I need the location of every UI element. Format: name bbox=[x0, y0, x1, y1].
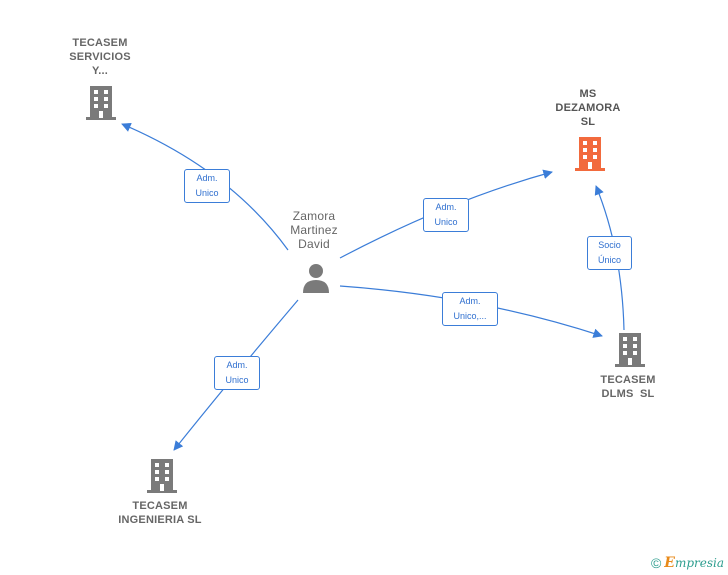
node-label-zamora-martinez-david[interactable]: Zamora Martinez David bbox=[290, 209, 338, 251]
edge-label-to-dlms[interactable]: Adm. Unico,... bbox=[442, 292, 498, 326]
copyright-symbol: © bbox=[650, 555, 662, 571]
node-label-tecasem-servicios[interactable]: TECASEM SERVICIOS Y... bbox=[69, 37, 131, 77]
person-icon[interactable] bbox=[301, 262, 331, 294]
edge-label-dlms-to-dezamora[interactable]: Socio Único bbox=[587, 236, 632, 270]
node-label-ms-dezamora[interactable]: MS DEZAMORA SL bbox=[555, 88, 621, 128]
edge-label-to-servicios[interactable]: Adm. Unico bbox=[184, 169, 230, 203]
building-icon-highlighted[interactable] bbox=[575, 137, 605, 171]
edge-label-to-dezamora[interactable]: Adm. Unico bbox=[423, 198, 469, 232]
node-label-tecasem-ingenieria[interactable]: TECASEM INGENIERIA SL bbox=[118, 500, 202, 526]
building-icon[interactable] bbox=[86, 86, 116, 120]
building-icon[interactable] bbox=[615, 333, 645, 367]
building-icon[interactable] bbox=[147, 459, 177, 493]
empresia-logo: Empresia bbox=[664, 555, 724, 571]
node-label-tecasem-dlms[interactable]: TECASEM DLMS SL bbox=[600, 374, 656, 400]
edge-label-to-ingenieria[interactable]: Adm. Unico bbox=[214, 356, 260, 390]
empresia-brand[interactable]: © Empresia bbox=[651, 555, 724, 571]
